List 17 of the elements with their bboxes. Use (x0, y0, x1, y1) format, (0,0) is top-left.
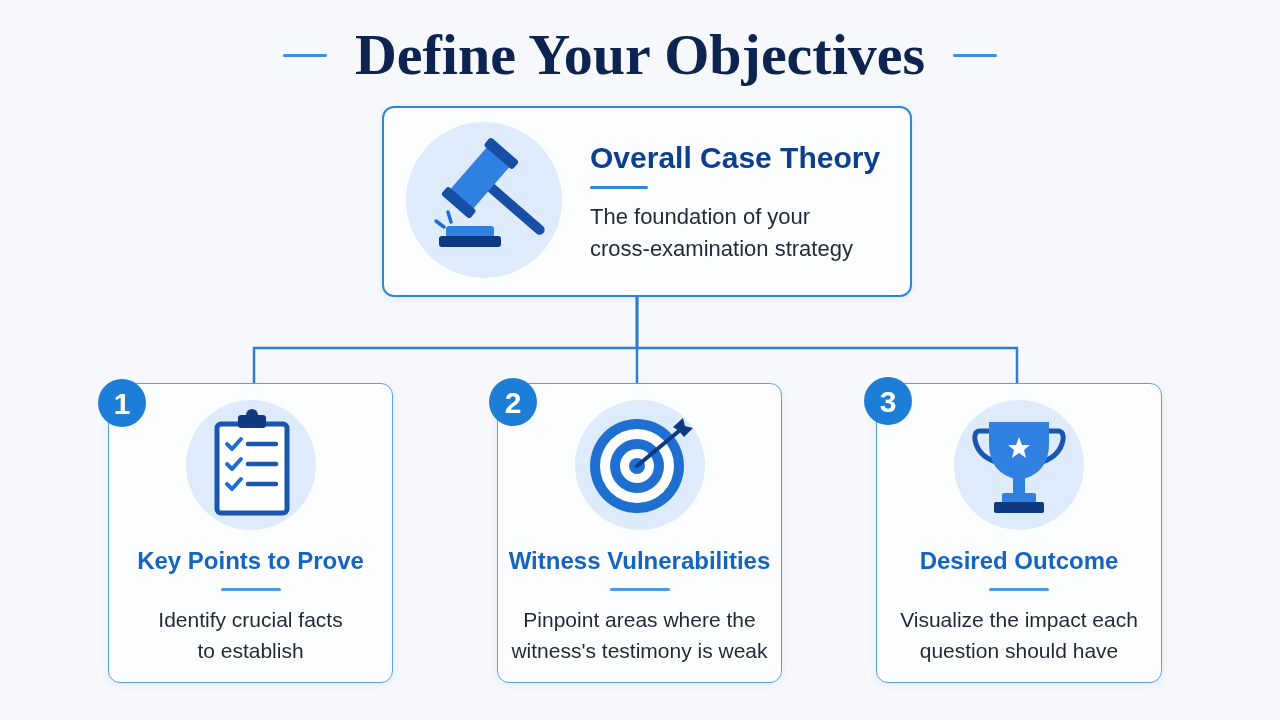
objective-card (497, 383, 782, 683)
card-description: The foundation of your cross-examination strategy (590, 203, 854, 263)
number-badge: 3 (864, 377, 912, 425)
card-description: Identify crucial facts to establish (157, 607, 344, 664)
card-description: Visualize the impact each question should have (899, 607, 1139, 664)
card-description: Pinpoint areas where the witness's testimony is weak (510, 607, 769, 664)
objective-card (108, 383, 393, 683)
theory-card (382, 106, 912, 297)
number-badge: 1 (98, 379, 146, 427)
connector-line (635, 297, 1019, 383)
card-heading: Overall Case Theory (590, 140, 881, 176)
number-badge: 2 (489, 378, 537, 426)
page-title: Define Your Objectives (354, 21, 926, 89)
card-heading: Witness Vulnerabilities (508, 546, 771, 576)
objective-card (876, 383, 1162, 683)
card-heading: Desired Outcome (919, 546, 1119, 576)
card-heading: Key Points to Prove (137, 546, 364, 576)
